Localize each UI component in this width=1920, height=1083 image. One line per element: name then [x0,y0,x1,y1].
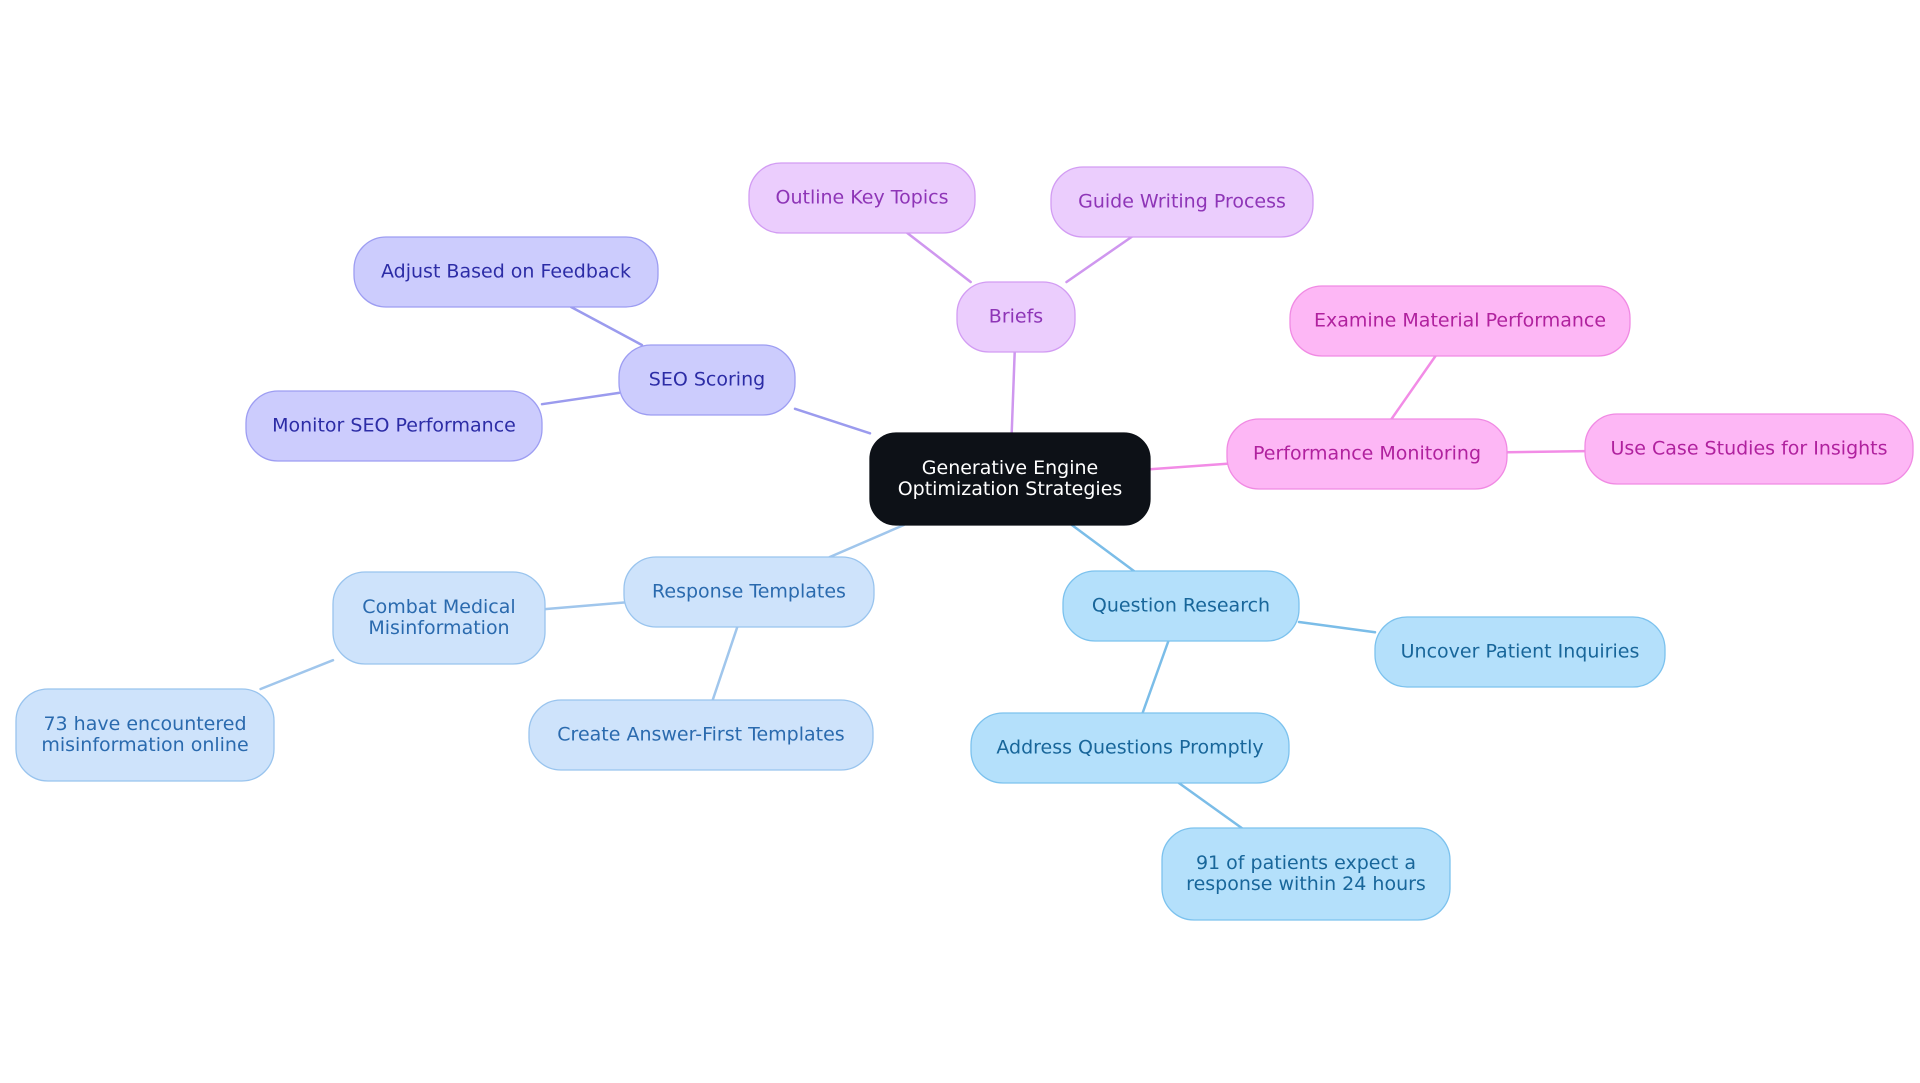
edge-response-r-combat [543,601,626,611]
leaf-node-briefs-outline-box [748,162,976,234]
leaf-node-perf-cases[interactable]: Use Case Studies for Insights [1584,413,1914,485]
leaf-node-seo-monitor-label: Monitor SEO Performance [272,415,516,437]
branch-node-perf[interactable]: Performance Monitoring [1226,418,1508,490]
branch-node-perf-box [1226,418,1508,490]
branch-node-perf-label: Performance Monitoring [1253,443,1481,465]
edge-briefs-briefs-guide [1065,235,1133,284]
edge-question-q-address [1141,639,1170,715]
leaf-node-q-address-stat-label: response within 24 hours [1186,873,1426,895]
leaf-node-q-uncover[interactable]: Uncover Patient Inquiries [1374,616,1666,688]
leaf-node-r-combat-label: Misinformation [368,617,509,639]
branch-node-seo-label: SEO Scoring [649,369,765,391]
leaf-node-perf-cases-label: Use Case Studies for Insights [1610,438,1887,460]
leaf-node-q-address-label: Address Questions Promptly [996,737,1263,759]
leaf-node-r-combat-box [332,571,546,665]
branch-node-response[interactable]: Response Templates [623,556,875,628]
edge-perf-perf-cases [1505,449,1587,454]
edge-root-seo [793,407,872,435]
edge-response-r-create [711,625,739,702]
edge-root-perf [1148,462,1229,471]
edge-perf-perf-examine [1390,354,1437,421]
leaf-node-seo-monitor-box [245,390,543,462]
branch-node-question-label: Question Research [1092,595,1270,617]
leaf-node-briefs-guide-label: Guide Writing Process [1078,191,1286,213]
leaf-node-perf-examine-label: Examine Material Performance [1314,310,1606,332]
leaf-node-briefs-outline[interactable]: Outline Key Topics [748,162,976,234]
edge-r-combat-r-combat-stat [259,658,335,691]
leaf-node-r-combat-stat-box [15,688,275,782]
branch-node-briefs-label: Briefs [989,306,1043,328]
leaf-node-r-create[interactable]: Create Answer-First Templates [528,699,874,771]
root-node-label: Generative Engine [922,457,1098,479]
edge-seo-seo-feedback [569,305,644,347]
leaf-node-q-uncover-label: Uncover Patient Inquiries [1401,641,1640,663]
leaf-node-seo-feedback[interactable]: Adjust Based on Feedback [353,236,659,308]
branch-node-question[interactable]: Question Research [1062,570,1300,642]
branch-node-seo-box [618,344,796,416]
leaf-node-seo-feedback-box [353,236,659,308]
edge-question-q-uncover [1297,620,1377,634]
branch-node-response-box [623,556,875,628]
leaf-node-q-address-stat-label: 91 of patients expect a [1196,852,1416,874]
edge-seo-seo-monitor [540,391,621,406]
leaf-node-briefs-outline-label: Outline Key Topics [776,187,949,209]
leaf-node-q-address[interactable]: Address Questions Promptly [970,712,1290,784]
leaf-node-r-combat-stat-label: 73 have encountered [43,713,246,735]
leaf-node-r-combat-label: Combat Medical [362,596,515,618]
mind-map-edges [259,231,1587,830]
edge-root-briefs [1010,350,1016,435]
leaf-node-q-address-box [970,712,1290,784]
leaf-node-briefs-guide-box [1050,166,1314,238]
leaf-node-perf-examine[interactable]: Examine Material Performance [1289,285,1631,357]
edge-root-response [828,523,906,559]
root-node-box [869,432,1151,526]
leaf-node-perf-cases-box [1584,413,1914,485]
leaf-node-q-address-stat-box [1161,827,1451,921]
leaf-node-seo-monitor[interactable]: Monitor SEO Performance [245,390,543,462]
branch-node-question-box [1062,570,1300,642]
edge-briefs-briefs-outline [906,231,972,284]
leaf-node-r-create-label: Create Answer-First Templates [557,724,844,746]
branch-node-briefs-box [956,281,1076,353]
leaf-node-r-create-box [528,699,874,771]
edge-q-address-q-address-stat [1177,781,1243,830]
leaf-node-r-combat-stat-label: misinformation online [41,734,248,756]
leaf-node-q-uncover-box [1374,616,1666,688]
branch-node-seo[interactable]: SEO Scoring [618,344,796,416]
root-node-label: Optimization Strategies [898,478,1123,500]
branch-node-briefs[interactable]: Briefs [956,281,1076,353]
leaf-node-briefs-guide[interactable]: Guide Writing Process [1050,166,1314,238]
branch-node-response-label: Response Templates [652,581,846,603]
leaf-node-seo-feedback-label: Adjust Based on Feedback [381,261,631,283]
edge-root-question [1070,523,1136,573]
leaf-node-perf-examine-box [1289,285,1631,357]
